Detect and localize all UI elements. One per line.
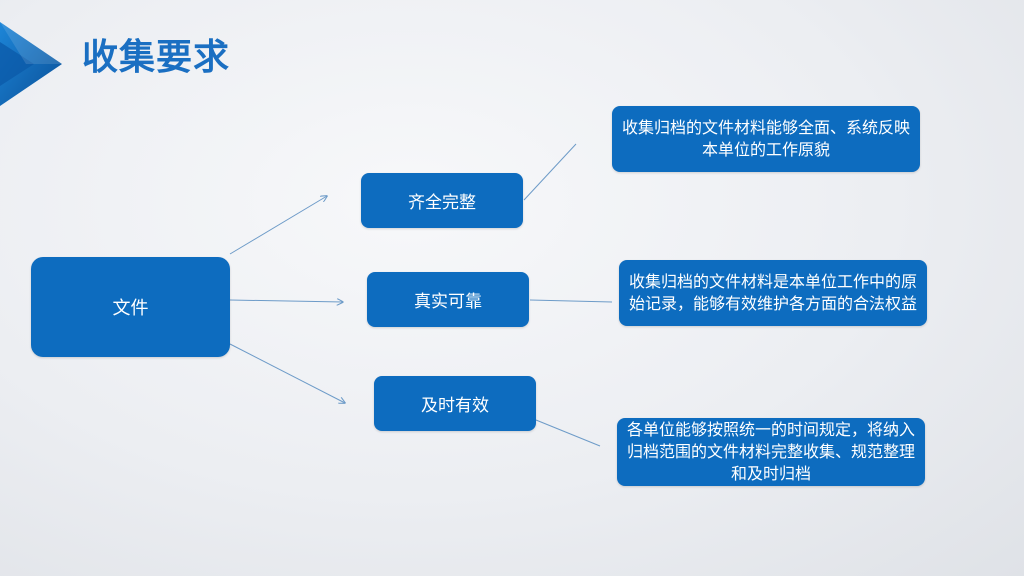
category-node-complete: 齐全完整 [361, 173, 523, 228]
play-triangle-icon [0, 22, 62, 106]
description-text: 收集归档的文件材料能够全面、系统反映本单位的工作原貌 [622, 118, 911, 159]
line-node-2-to-desc-2 [529, 299, 613, 303]
category-node-label: 真实可靠 [414, 292, 482, 312]
root-node-label: 文件 [112, 298, 149, 319]
arrow-root-to-node-3 [229, 343, 345, 403]
page-title: 收集要求 [82, 37, 231, 78]
arrow-root-to-node-1 [229, 196, 327, 255]
line-node-1-to-desc-1 [523, 143, 577, 201]
description-text: 各单位能够按照统一的时间规定，将纳入归档范围的文件材料完整收集、规范整理和及时归… [627, 420, 916, 483]
category-node-label: 齐全完整 [408, 193, 476, 213]
description-text: 收集归档的文件材料是本单位工作中的原始记录，能够有效维护各方面的合法权益 [629, 272, 918, 313]
arrow-root-to-node-2 [229, 300, 343, 302]
line-node-3-to-desc-3 [535, 419, 601, 447]
category-node-label: 及时有效 [421, 396, 489, 416]
root-node-wenjian: 文件 [31, 257, 230, 357]
description-box-authentic: 收集归档的文件材料是本单位工作中的原始记录，能够有效维护各方面的合法权益 [619, 260, 927, 326]
category-node-authentic: 真实可靠 [367, 272, 529, 327]
category-node-timely: 及时有效 [374, 376, 536, 431]
description-box-complete: 收集归档的文件材料能够全面、系统反映本单位的工作原貌 [612, 106, 920, 172]
description-box-timely: 各单位能够按照统一的时间规定，将纳入归档范围的文件材料完整收集、规范整理和及时归… [617, 418, 925, 486]
